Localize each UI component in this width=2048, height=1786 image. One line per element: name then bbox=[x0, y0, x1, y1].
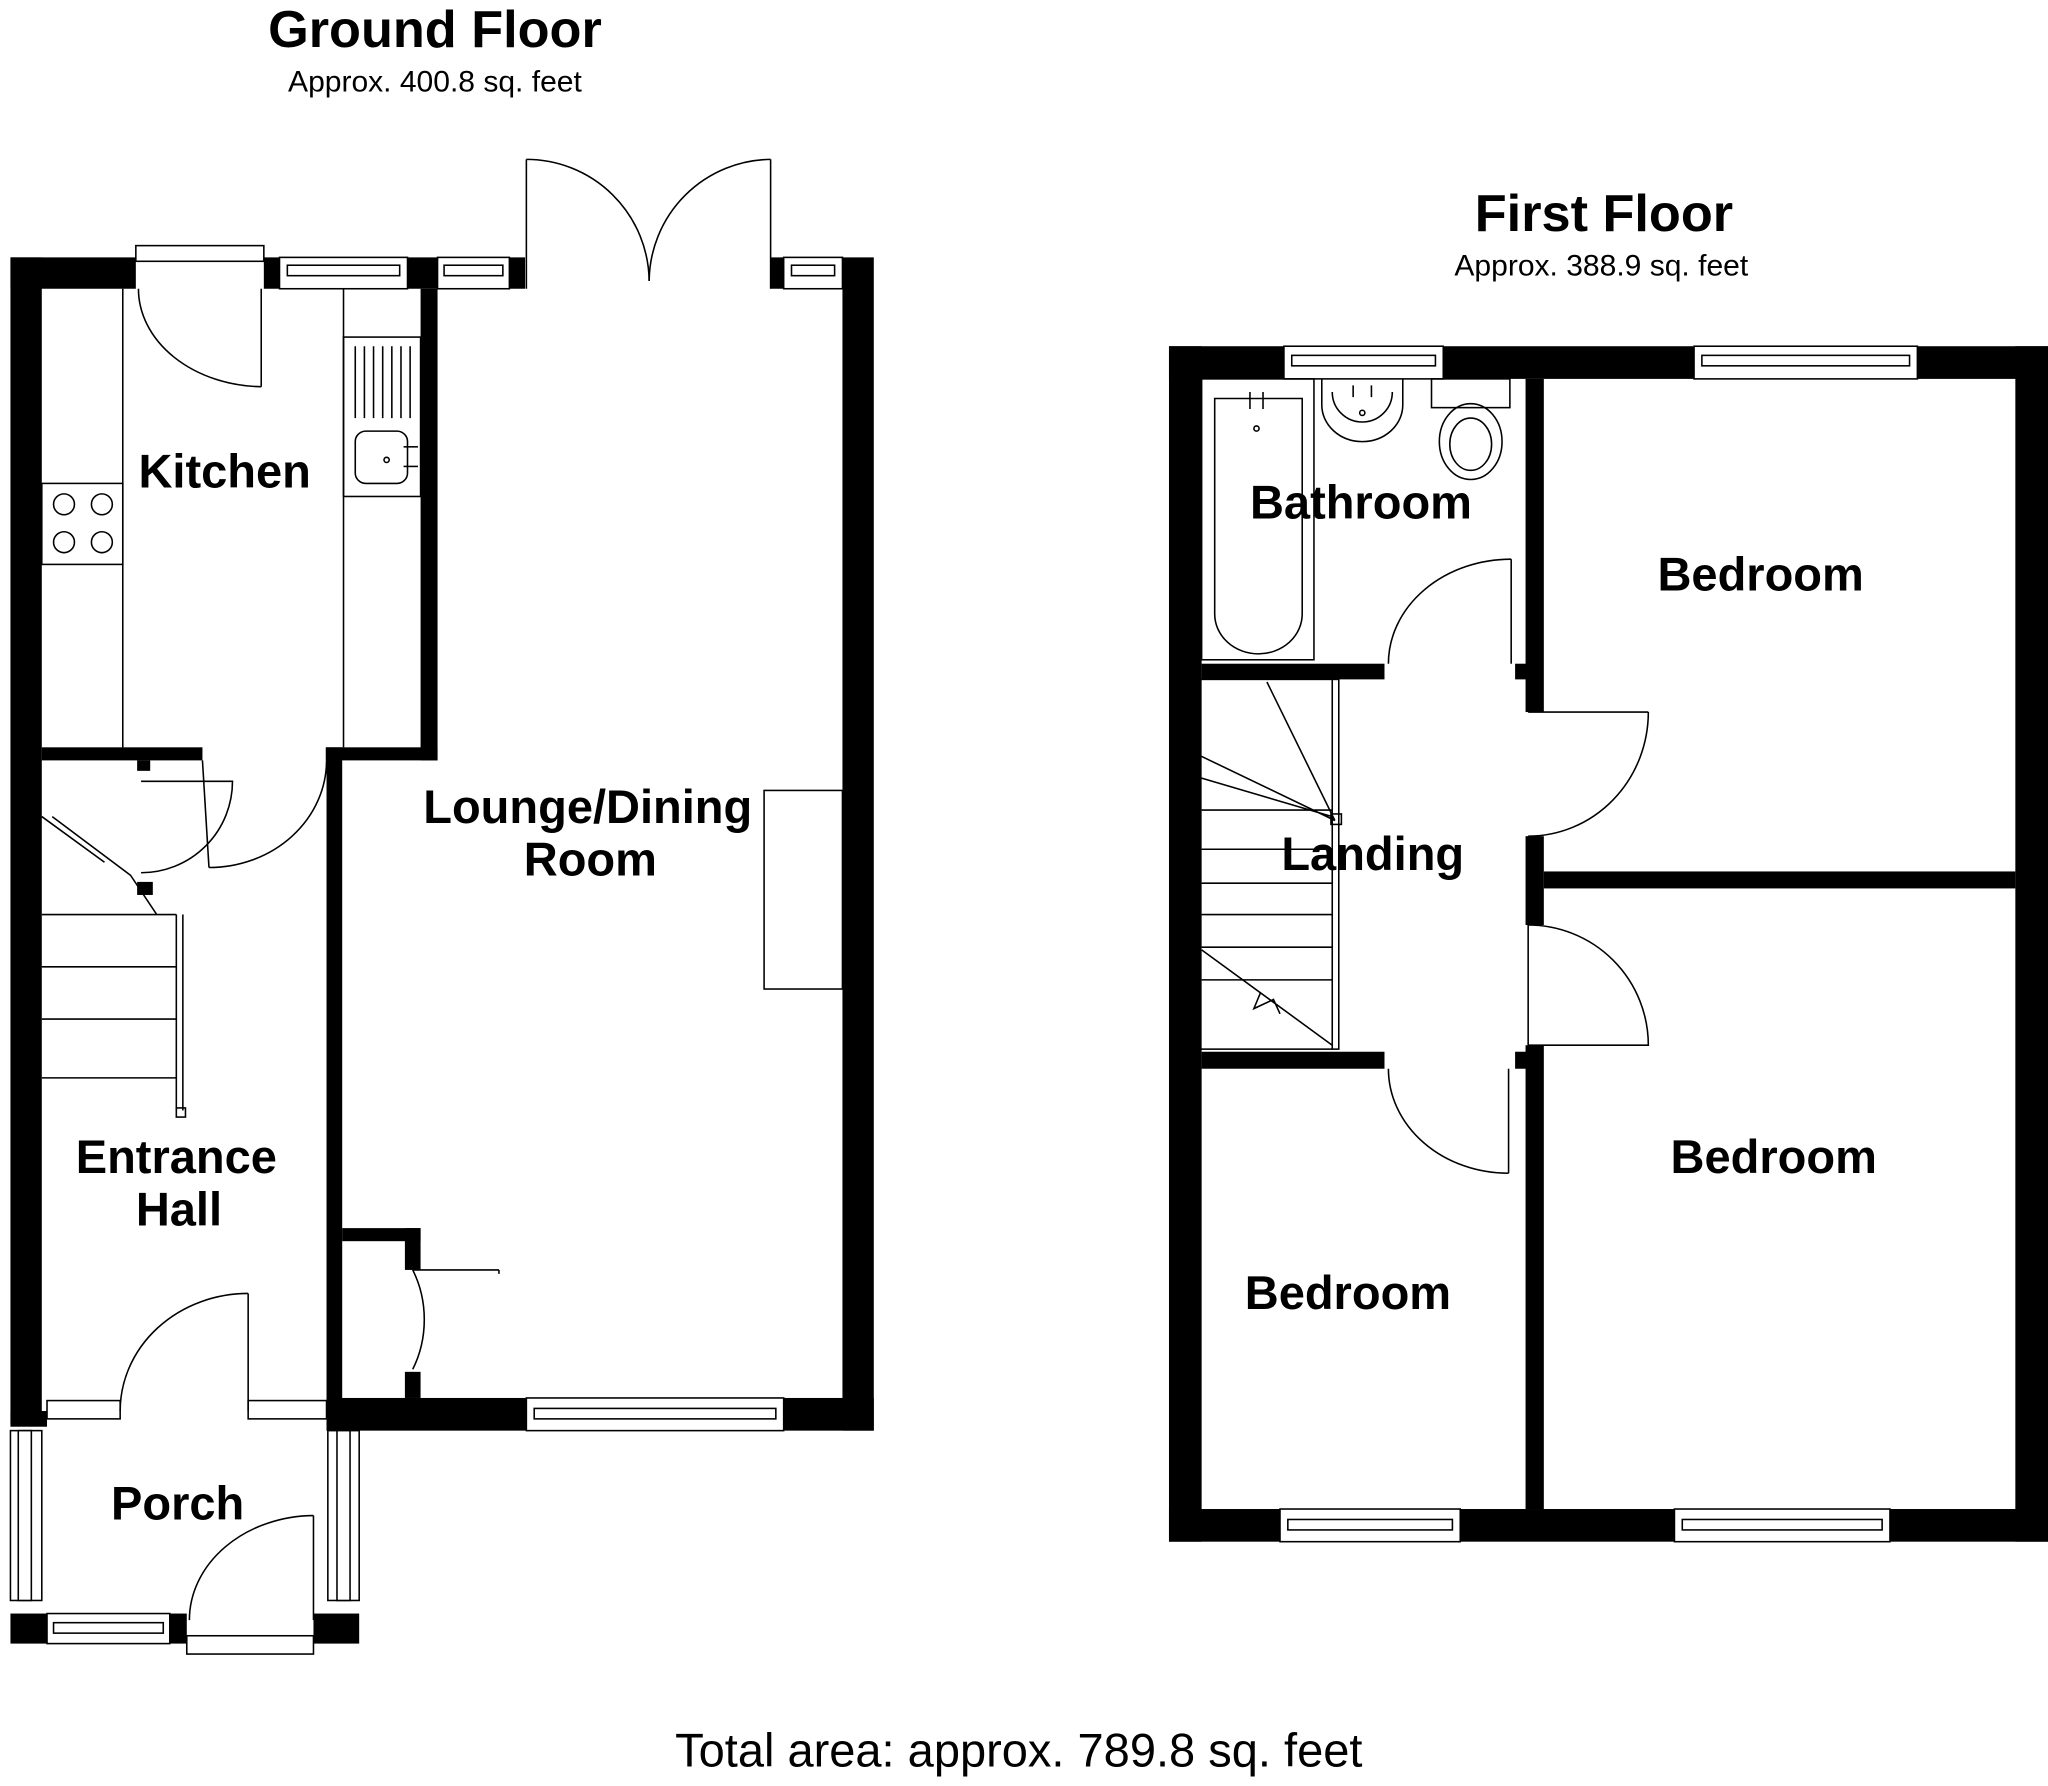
toilet-icon bbox=[1430, 378, 1511, 481]
first-floor-area: Approx. 388.9 sq. feet bbox=[1454, 250, 1748, 283]
bath-icon bbox=[1200, 378, 1315, 661]
total-area: Total area: approx. 789.8 sq. feet bbox=[675, 1723, 1362, 1776]
ground-floor-area: Approx. 400.8 sq. feet bbox=[288, 65, 582, 98]
ground-floor-fixtures bbox=[41, 288, 844, 1118]
room-label-hall-line2: Hall bbox=[136, 1183, 222, 1236]
room-label-hall-line1: Entrance bbox=[76, 1130, 277, 1183]
hob-icon bbox=[41, 482, 124, 566]
room-label-lounge-line2: Room bbox=[524, 832, 657, 885]
first-floor-windows bbox=[1279, 345, 1919, 1543]
room-label-porch: Porch bbox=[111, 1476, 244, 1529]
room-label-kitchen: Kitchen bbox=[138, 444, 310, 497]
room-label-bathroom: Bathroom bbox=[1250, 476, 1472, 529]
room-label-lounge-line1: Lounge/Dining bbox=[423, 780, 752, 833]
first-floor-title: First Floor bbox=[1475, 185, 1733, 243]
room-label-landing: Landing bbox=[1281, 827, 1464, 880]
ground-floor-doors bbox=[119, 158, 772, 1655]
washbasin-icon bbox=[1321, 378, 1404, 443]
ground-floor-windows bbox=[46, 244, 844, 1645]
first-floor-fixtures bbox=[1198, 378, 1511, 1050]
sink-icon bbox=[354, 346, 418, 485]
first-floor-doors bbox=[1387, 558, 1650, 1175]
room-label-bedroom-2: Bedroom bbox=[1671, 1130, 1877, 1183]
stairs-first bbox=[1198, 678, 1343, 1050]
room-label-bedroom-3: Bedroom bbox=[1245, 1266, 1451, 1319]
stairs-ground bbox=[41, 815, 187, 1118]
room-label-bedroom-1: Bedroom bbox=[1657, 548, 1863, 601]
first-floor-walls bbox=[1168, 346, 2048, 1542]
ground-floor-title: Ground Floor bbox=[268, 1, 602, 59]
ground-floor-walls bbox=[9, 257, 874, 1644]
